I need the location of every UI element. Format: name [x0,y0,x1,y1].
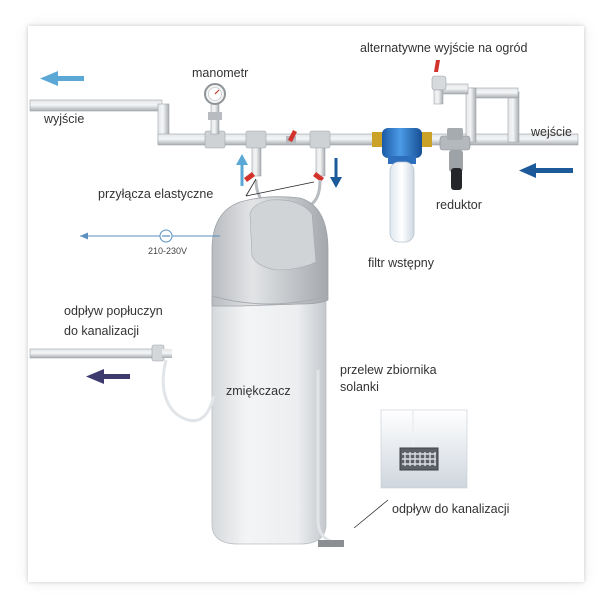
prefilter-label: filtr wstępny [368,256,434,270]
prefilter-icon [372,128,432,243]
output-label: wyjście [44,112,85,126]
input-arrow-icon [519,163,573,178]
bypass-valves [244,60,440,182]
pressure-gauge-label: manometr [192,66,249,80]
floor-drain-label: odpływ do kanalizacji [392,502,510,516]
drain-grate-icon [399,447,439,471]
floor-drain-inset [353,409,468,529]
reducer-icon [439,128,471,190]
drain-arrow-icon [86,369,130,384]
backwash-drain-pipe [29,344,216,423]
input-label: wejście [531,125,572,139]
alternate-output-label: alternatywne wyjście na ogród [360,41,528,55]
flex-connector-leader [245,178,315,197]
voltage-label: 210-230V [148,246,188,256]
output-arrow-icon [40,71,84,86]
flex-connectors-label: przyłącza elastyczne [98,187,214,201]
brine-overflow-label-line1: przelew zbiornika [340,363,437,377]
backwash-drain-label-line2: do kanalizacji [64,324,140,338]
power-line [80,229,220,243]
flow-up-arrow-icon [236,154,248,186]
softener-label: zmiękczacz [226,384,291,398]
backwash-drain-label-line1: odpływ popłuczyn [64,304,163,318]
brine-overflow-label-line2: solanki [340,380,379,394]
main-pipe [29,87,579,177]
garden-tap-icon [431,75,469,105]
pressure-gauge-icon [204,83,226,135]
flow-down-arrow-icon [330,158,342,188]
reducer-label: reduktor [436,198,482,212]
water-softener [211,196,344,548]
